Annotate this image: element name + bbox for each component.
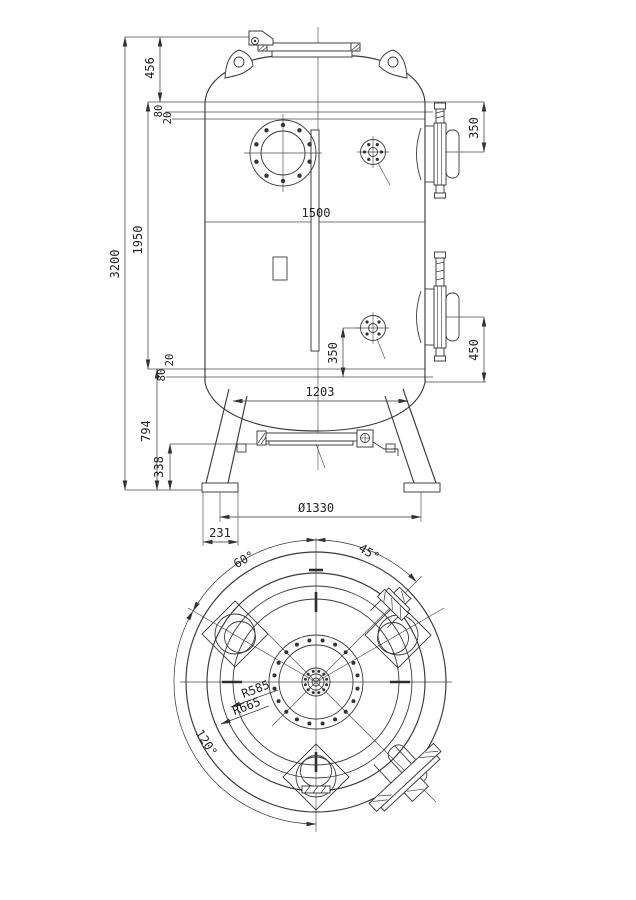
leg-radial-30 [315,607,445,683]
dim-upper-manhole-offset: 350 [467,117,481,139]
manhole-handle [445,292,460,342]
lifting-lug-right [378,49,408,79]
elevation-view: 3200 456 1950 794 338 80 20 20 80 1500 1… [108,27,487,546]
plan-dimensions: 60° 45° 120° R585 R665 [173,537,417,827]
dim-head-height: 456 [143,57,157,79]
dim-leg-span-diameter: Ø1330 [298,501,334,515]
lower-nozzle-flange [357,312,389,360]
dim-bottom-gap-outer: 80 [156,369,168,382]
manhole-handle [445,129,460,179]
dim-top-gap-inner: 20 [162,112,174,125]
dim-top-gap-outer: 80 [153,105,165,118]
nozzle-leader [376,338,386,360]
nozzle-leader [377,162,391,186]
upper-nozzle-flange [357,136,391,186]
dim-base-plate-width: 231 [209,526,231,540]
extension-lines [125,36,486,491]
front-manway-flange [244,114,322,192]
manhole-flange [433,122,447,186]
dim-angle-leg-spacing: 120° [193,727,220,759]
dim-angle-right-nozzle: 45° [356,541,382,564]
leg-gusset [385,443,396,453]
dim-shell-length: 1950 [131,226,145,255]
dim-bottom-gap-inner: 20 [164,354,176,367]
top-cover-plate [271,50,353,58]
dim-lower-nozzle-offset: 350 [326,342,340,364]
bolt-holes [254,122,312,184]
leg-gusset [236,443,247,453]
base-plate-right [403,482,441,493]
dim-leg-region-height: 794 [139,420,153,442]
dim-shell-diameter: 1500 [302,206,331,220]
manhole-315-plan [368,742,442,813]
leg-upper-left [201,600,269,668]
nozzle-45-plan [370,586,412,628]
internal-standpipe [310,129,320,352]
upper-side-manhole [416,102,460,199]
bottom-cover-assembly [256,429,399,469]
dim-overall-height: 3200 [108,250,122,279]
bottom-cover-flange [264,432,358,442]
lower-side-manhole [416,251,460,362]
manhole-flange [433,285,447,349]
dim-angle-left-leg: 60° [231,548,257,571]
bottom-head [204,382,426,432]
elevation-dimensions: 3200 456 1950 794 338 80 20 20 80 1500 1… [108,36,487,546]
dim-bottom-head-width: 1203 [306,385,335,399]
plan-view: 60° 45° 120° R585 R665 [173,537,452,832]
dim-ground-clearance: 338 [152,456,166,478]
dim-lower-manhole-offset: 450 [467,339,481,361]
cover-leader [315,443,326,469]
nameplate [272,256,288,281]
top-cover-assembly [248,30,361,58]
drain-flange-edge [301,785,331,794]
base-plate-left [201,482,239,493]
lifting-lug-left [224,49,254,79]
